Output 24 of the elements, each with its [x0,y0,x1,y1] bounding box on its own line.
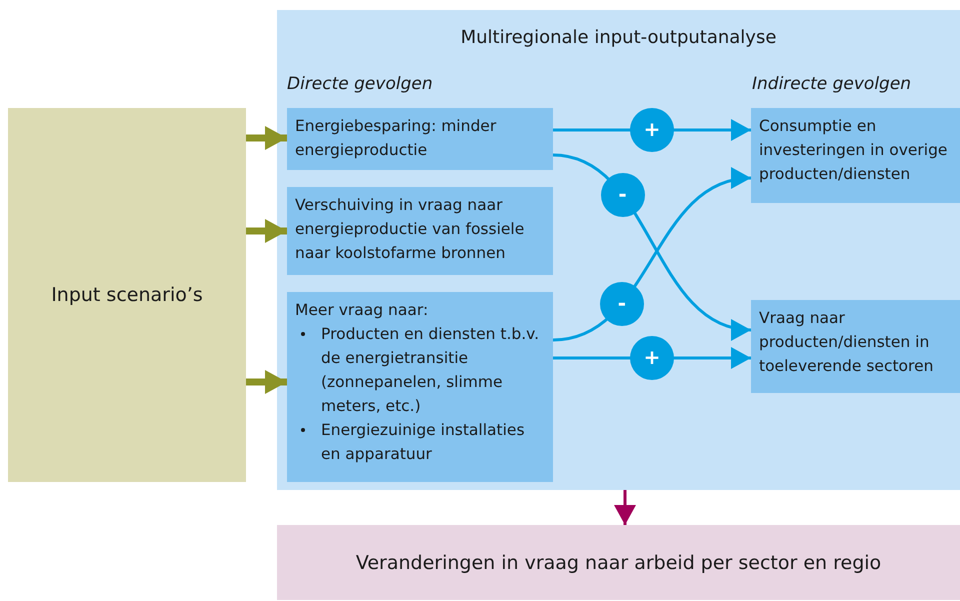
effect-box [287,108,553,170]
box-text: Veranderingen in vraag naar arbeid per sector en regio [354,550,882,574]
box-text: Vraag naar producten/diensten in toeleverende sectoren [759,308,934,377]
effect-box [287,187,553,275]
effect-box [287,292,553,482]
box-text: Energiebesparing: minder energieproductie [295,116,498,161]
box-text: Meer vraag naar: [295,300,430,321]
box-text: Consumptie en investeringen in overige producten/diensten [759,116,948,185]
analysis-panel [277,10,960,490]
bullet-item: Producten en diensten t.b.v. de energietransitie (zonnepanelen, slimme meters, etc.) [295,322,545,418]
panel-title: Multiregionale input-outputanalyse [460,26,778,50]
result-box [277,525,960,600]
input-box [8,108,246,482]
bullet-item: Energiezuinige installaties en apparatuur [295,418,545,466]
arrow [614,490,636,525]
arrow [246,370,287,394]
arrow [246,219,287,243]
effect-box [751,108,960,203]
box-text: Input scenario’s [50,283,204,307]
arrow [246,126,287,150]
column-heading: Directe gevolgen [287,73,433,96]
effect-box [751,300,960,393]
column-heading: Indirecte gevolgen [752,73,912,96]
box-text: Verschuiving in vraag naar energieproductie van fossiele naar koolstofarme bronnen [295,195,526,264]
